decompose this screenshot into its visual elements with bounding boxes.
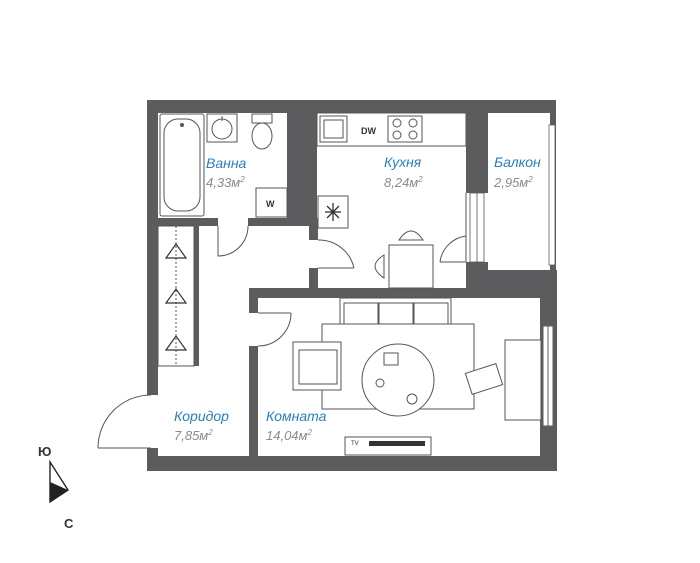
hallway-fixtures <box>97 225 292 449</box>
walls <box>147 100 557 471</box>
washer-label: W <box>266 199 275 209</box>
room-area-room: 14,04м2 <box>266 428 312 443</box>
room-area-hallway: 7,85м2 <box>174 428 213 443</box>
compass-north-label: С <box>64 516 74 531</box>
kitchen-fixtures: DW <box>316 112 485 289</box>
room-area-balcony: 2,95м2 <box>493 175 533 190</box>
room-name-room: Комната <box>266 408 327 424</box>
compass: Ю С <box>38 444 74 531</box>
tv-label: TV <box>351 441 359 447</box>
room-area-bathroom: 4,33м2 <box>206 175 245 190</box>
room-name-balcony: Балкон <box>494 154 541 170</box>
snowflake-icon <box>325 203 341 221</box>
room-name-kitchen: Кухня <box>384 154 422 170</box>
room-area-kitchen: 8,24м2 <box>384 175 423 190</box>
compass-arrow-icon <box>49 459 69 504</box>
compass-south-label: Ю <box>38 444 51 459</box>
room-furniture: TV <box>292 297 542 456</box>
room-name-hallway: Коридор <box>174 408 229 424</box>
dishwasher-label: DW <box>361 126 376 136</box>
room-labels: Ванна 4,33м2 Кухня 8,24м2 Балкон 2,95м2 … <box>174 154 541 443</box>
bathroom-fixtures: W <box>159 113 288 257</box>
room-name-bathroom: Ванна <box>206 155 247 171</box>
